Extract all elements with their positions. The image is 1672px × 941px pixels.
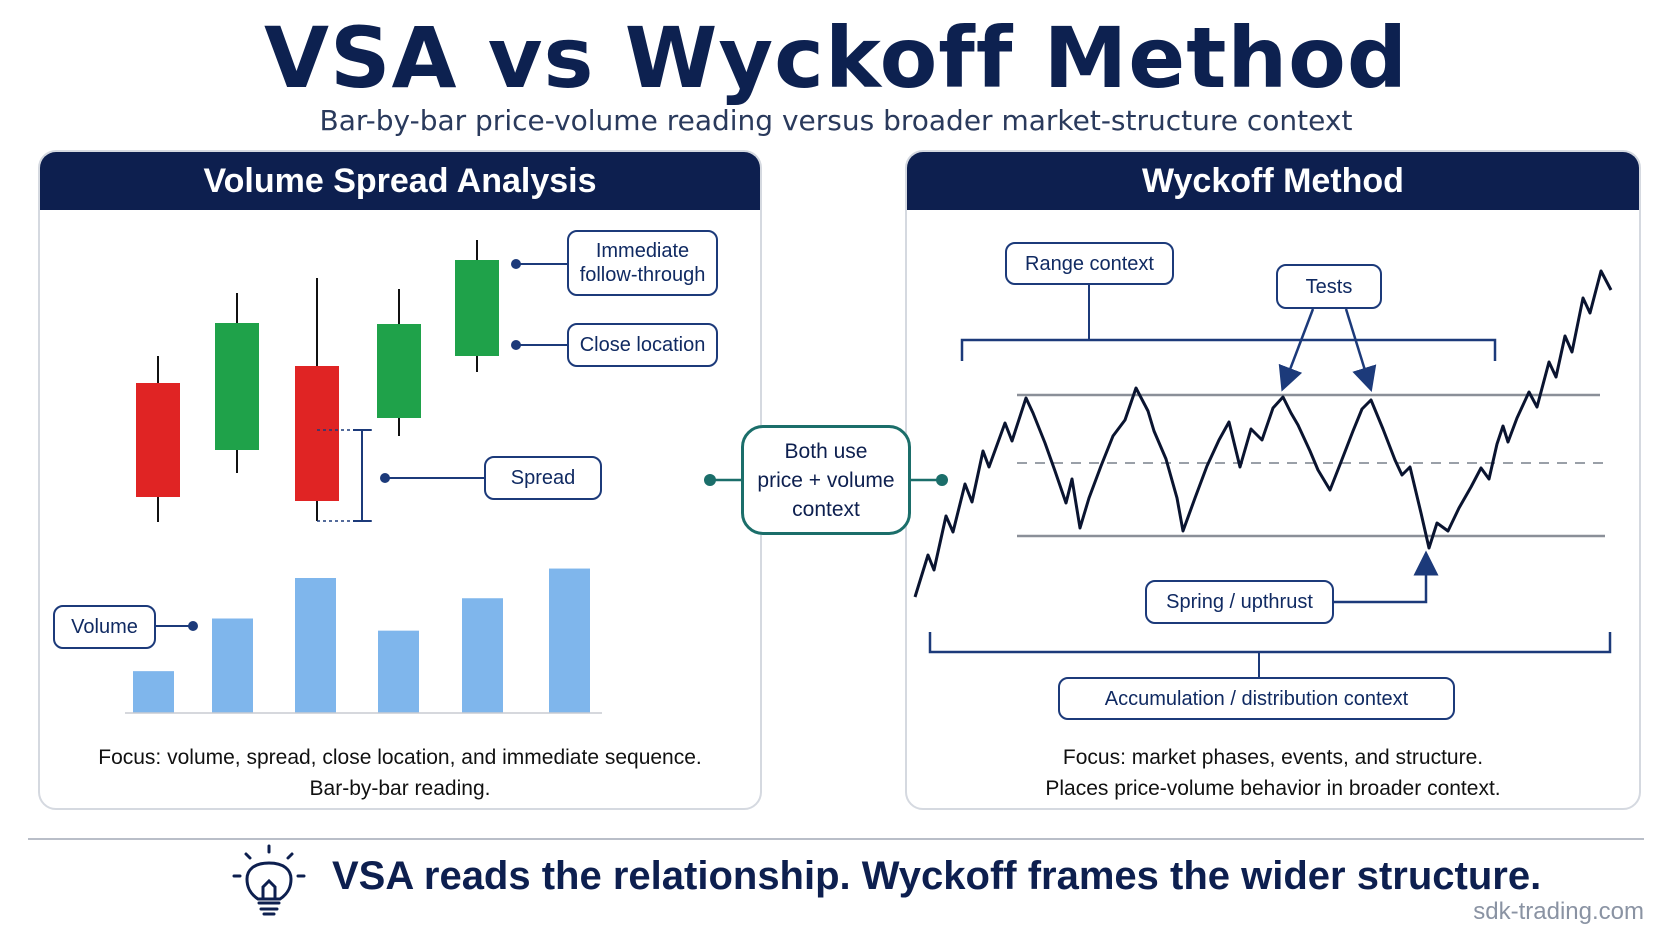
volume-bar-group — [133, 568, 590, 713]
spring-upthrust-label: Spring / upthrust — [1145, 580, 1334, 624]
candlestick-group — [136, 240, 499, 522]
wyckoff-focus-text: Focus: market phases, events, and struct… — [907, 742, 1639, 804]
accumulation-label: Accumulation / distribution context — [1058, 677, 1455, 720]
accumulation-bracket — [928, 632, 1612, 654]
follow-through-label: Immediate follow-through — [567, 230, 718, 296]
shared-context-badge: Both use price + volume context — [741, 425, 911, 535]
range-context-bracket — [960, 338, 1497, 361]
spread-dot — [380, 473, 390, 483]
shared-context-line3: context — [792, 497, 860, 521]
wyckoff-price-path — [913, 269, 1613, 598]
wyckoff-panel-header: Wyckoff Method — [907, 152, 1639, 210]
volume-bar-6 — [549, 568, 590, 713]
follow-through-line2: follow-through — [579, 264, 706, 286]
vsa-focus-line2: Bar-by-bar reading. — [309, 777, 491, 800]
follow-through-line1: Immediate — [595, 240, 690, 262]
volume-bar-1 — [133, 671, 174, 713]
candle-2-body — [215, 323, 259, 450]
volume-bar-3 — [295, 578, 336, 713]
candle-4-body — [377, 324, 421, 418]
vsa-focus-text: Focus: volume, spread, close location, a… — [40, 742, 760, 804]
wyckoff-focus-line1: Focus: market phases, events, and struct… — [1062, 746, 1484, 769]
volume-dot — [188, 621, 198, 631]
range-context-label: Range context — [1005, 242, 1174, 285]
footer-divider — [28, 838, 1644, 840]
volume-bar-4 — [378, 630, 419, 713]
candle-1-body — [136, 383, 180, 497]
wyckoff-focus-line2: Places price-volume behavior in broader … — [1045, 777, 1501, 800]
tests-arrow-left — [1278, 308, 1315, 392]
watermark: sdk-trading.com — [1473, 898, 1644, 925]
page-subtitle: Bar-by-bar price-volume reading versus b… — [319, 104, 1353, 137]
volume-bar-5 — [462, 598, 503, 713]
center-left-dot — [704, 474, 716, 486]
vsa-focus-line1: Focus: volume, spread, close location, a… — [98, 746, 702, 769]
shared-context-line2: price + volume — [757, 468, 895, 492]
spread-label: Spread — [484, 456, 602, 500]
page-title: VSA vs Wyckoff Method — [264, 9, 1408, 107]
tests-label: Tests — [1276, 264, 1382, 309]
candle-5-body — [455, 260, 499, 356]
follow-through-dot — [511, 259, 521, 269]
shared-context-line1: Both use — [784, 439, 868, 463]
close-location-dot — [511, 340, 521, 350]
takeaway-text: VSA reads the relationship. Wyckoff fram… — [332, 854, 1542, 898]
vsa-panel-header: Volume Spread Analysis — [40, 152, 760, 210]
volume-label: Volume — [53, 605, 156, 649]
close-location-label: Close location — [567, 323, 718, 367]
lightbulb-icon — [232, 844, 306, 916]
center-right-dot — [936, 474, 948, 486]
tests-arrow-right — [1344, 308, 1377, 392]
volume-bar-2 — [212, 618, 253, 713]
spring-arrow — [1334, 550, 1439, 604]
candle-3-body — [295, 366, 339, 501]
